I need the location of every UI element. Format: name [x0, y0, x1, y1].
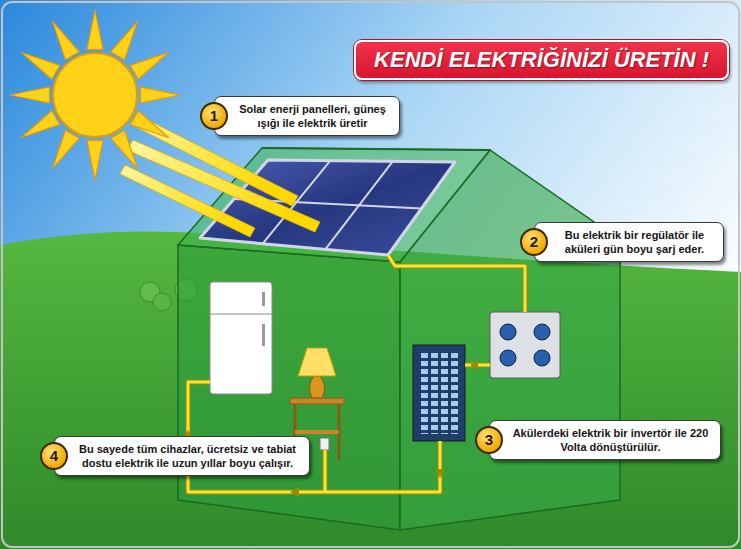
wall-socket [320, 438, 329, 450]
table-shelf [295, 430, 339, 434]
lawn [0, 231, 741, 549]
title-banner: KENDİ ELEKTRİĞİNİZİ ÜRETİN ! [354, 40, 729, 80]
number-text: 2 [530, 234, 538, 249]
regulator-dial [500, 324, 516, 340]
fridge-handle [262, 292, 265, 306]
callout-text: Solar enerji panelleri, güneş ışığı ile … [234, 102, 391, 130]
table-top [290, 398, 344, 404]
fridge-door-line [210, 314, 272, 315]
breakers [419, 352, 459, 434]
regulator [490, 312, 560, 378]
bush [153, 293, 171, 311]
callout-box: Bu sayede tüm cihazlar, ücretsiz ve tabi… [54, 436, 310, 476]
callout-number: 2 [520, 228, 548, 256]
callout-number: 4 [40, 442, 68, 470]
callout-box: Akülerdeki elektrik bir invertör ile 220… [489, 420, 721, 460]
house-side-wall [178, 245, 400, 530]
callout-text: Akülerdeki elektrik bir invertör ile 220… [509, 426, 712, 454]
callout-number: 3 [475, 426, 503, 454]
sun-rays [10, 10, 180, 180]
regulator-dial [500, 350, 516, 366]
lamp-base [309, 376, 324, 398]
number-text: 4 [50, 448, 58, 463]
regulator-dial [534, 350, 550, 366]
flow-arrow [290, 487, 299, 497]
title-text: KENDİ ELEKTRİĞİNİZİ ÜRETİN ! [374, 47, 709, 72]
sun [53, 53, 137, 137]
callout-text: Bu sayede tüm cihazlar, ücretsiz ve tabi… [74, 442, 301, 470]
flow-arrow [470, 360, 478, 370]
fridge-handle [262, 324, 265, 346]
inverter-panel [413, 345, 465, 441]
callout-text: Bu elektrik bir regülatör ile aküleri gü… [554, 228, 715, 256]
callout-number: 1 [200, 102, 228, 130]
sun-beam [120, 165, 255, 237]
number-text: 1 [210, 108, 218, 123]
number-text: 3 [485, 432, 493, 447]
lamp-shade [298, 348, 336, 376]
fridge [210, 282, 272, 394]
callout-box: Solar enerji panelleri, güneş ışığı ile … [214, 96, 400, 136]
flow-arrow [435, 469, 445, 478]
callout-box: Bu elektrik bir regülatör ile aküleri gü… [534, 222, 724, 262]
roof-ridge [262, 148, 490, 150]
regulator-dial [534, 324, 550, 340]
